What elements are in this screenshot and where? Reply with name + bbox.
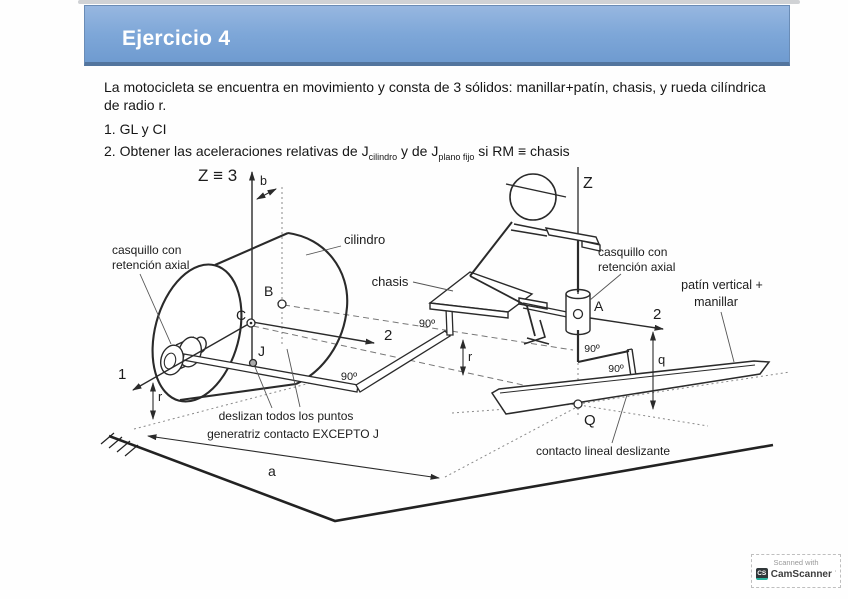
problem-item-1: 1. GL y CI bbox=[104, 121, 167, 137]
bushing-A bbox=[565, 288, 591, 336]
axis-z-label: Z bbox=[583, 175, 593, 192]
slide-title: Ejercicio 4 bbox=[122, 27, 231, 50]
point-A-label: A bbox=[594, 298, 604, 314]
point-C-label: C bbox=[236, 307, 246, 323]
axes bbox=[132, 171, 664, 391]
point-J-label: J bbox=[258, 343, 265, 359]
problem-item-2: 2. Obtener las aceleraciones relativas d… bbox=[104, 143, 570, 162]
rider-beret bbox=[505, 183, 567, 198]
dimension-lines bbox=[147, 188, 656, 480]
point-markers bbox=[246, 299, 583, 409]
label-contacto: contacto lineal deslizante bbox=[536, 444, 670, 458]
angle-90-column: 90º bbox=[584, 343, 600, 355]
point-B-marker bbox=[277, 299, 287, 309]
camscanner-brand: CamScanner bbox=[770, 568, 832, 580]
label-patin-1: patín vertical + bbox=[681, 278, 763, 292]
skate-blade bbox=[490, 360, 771, 415]
camscanner-icon: CS bbox=[755, 568, 768, 580]
handlebar bbox=[544, 227, 601, 252]
item2-text: 2. Obtener las aceleraciones relativas d… bbox=[104, 143, 369, 159]
leader-lines bbox=[139, 245, 735, 444]
label-casquillo-right-2: retención axial bbox=[598, 260, 675, 274]
angle-90-chassis: 90º bbox=[419, 318, 435, 330]
steering-assembly bbox=[544, 167, 637, 378]
axis-2-right-line bbox=[589, 317, 664, 331]
item2-text: y de J bbox=[397, 143, 439, 159]
angle-90-blade: 90º bbox=[608, 363, 624, 375]
dim-a-line bbox=[147, 434, 440, 480]
label-deslizan-2: generatriz contacto EXCEPTO J bbox=[207, 427, 379, 441]
dim-q-label: q bbox=[658, 352, 665, 367]
angle-90-axle: 90º bbox=[341, 371, 357, 383]
label-chasis: chasis bbox=[372, 274, 409, 289]
axis-z3-label: Z ≡ 3 bbox=[198, 166, 237, 185]
axle-rod bbox=[182, 307, 454, 393]
label-casquillo-left-1: casquillo con bbox=[112, 243, 181, 257]
slide-header: Ejercicio 4 bbox=[84, 5, 790, 66]
rider-head bbox=[509, 173, 557, 221]
axis-1-label: 1 bbox=[118, 366, 126, 383]
label-casquillo-left-2: retención axial bbox=[112, 258, 189, 272]
axis-2-left-label: 2 bbox=[384, 327, 392, 344]
rider-figure bbox=[469, 173, 567, 345]
problem-intro: La motocicleta se encuentra en movimient… bbox=[104, 79, 766, 113]
ground-plane bbox=[100, 432, 774, 523]
watermark-scanned-with: Scanned with bbox=[773, 558, 819, 567]
dim-a-label: a bbox=[268, 463, 276, 479]
camscanner-tm: ’ bbox=[834, 571, 837, 577]
item2-text: si RM ≡ chasis bbox=[474, 143, 570, 159]
diagram-labels: Z ≡ 3 Z 1 2 2 b r r q a B C J A Q 90º 90… bbox=[112, 166, 763, 479]
dim-b-label: b bbox=[260, 174, 267, 188]
item2-sub-plano-fijo: plano fijo bbox=[438, 151, 475, 162]
point-Q-label: Q bbox=[584, 412, 596, 429]
label-patin-2: manillar bbox=[694, 295, 738, 309]
problem-statement-block: La motocicleta se encuentra en movimient… bbox=[104, 78, 780, 162]
label-casquillo-right-1: casquillo con bbox=[598, 245, 667, 259]
scan-page-edge bbox=[78, 0, 800, 4]
point-B-label: B bbox=[264, 283, 273, 299]
ground-hatching bbox=[100, 432, 139, 457]
label-deslizan-1: deslizan todos los puntos bbox=[219, 409, 354, 423]
item2-sub-cilindro: cilindro bbox=[368, 151, 398, 162]
dim-r-left-label: r bbox=[158, 390, 162, 404]
chassis-plate bbox=[428, 271, 568, 319]
axis-2-left-line bbox=[251, 321, 375, 345]
axis-1-line bbox=[132, 321, 253, 391]
dim-b-line bbox=[256, 188, 277, 200]
label-cilindro: cilindro bbox=[344, 232, 385, 247]
point-J-marker bbox=[248, 358, 258, 368]
dim-r-right-label: r bbox=[468, 350, 472, 364]
axis-2-right-label: 2 bbox=[653, 306, 661, 323]
point-Q-marker bbox=[573, 399, 583, 409]
